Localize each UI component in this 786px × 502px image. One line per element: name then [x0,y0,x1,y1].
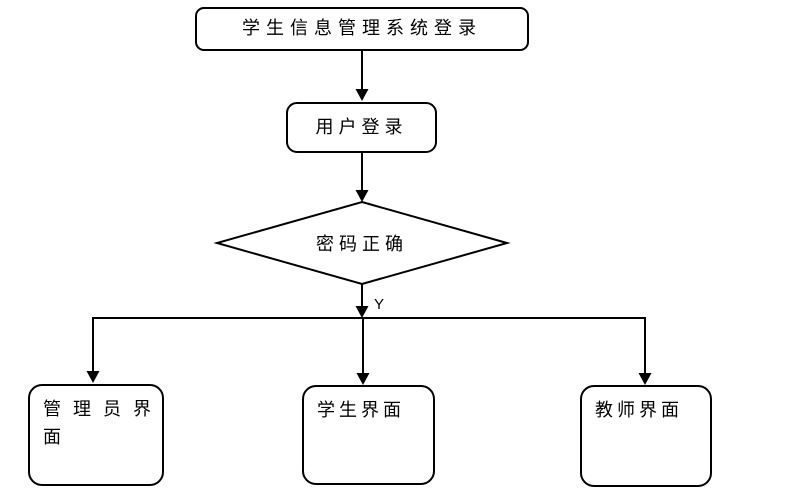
arrowhead-decision [355,190,369,202]
arrowhead-student [356,373,370,385]
node-teacher-interface: 教师界面 [580,385,712,487]
node-system-login-label: 学生信息管理系统登录 [242,18,482,40]
node-user-login: 用户登录 [286,102,437,153]
node-student-interface-label: 学生界面 [317,400,405,421]
node-user-login-label: 用户登录 [315,116,408,138]
node-password-decision-label: 密码正确 [316,234,408,255]
node-system-login-title: 学生信息管理系统登录 [195,7,529,51]
node-password-decision: 密码正确 [217,202,507,284]
node-student-interface: 学生界面 [302,385,435,485]
branch-yes-label: Y [374,296,385,313]
arrowhead-branch-bar [355,306,369,318]
node-admin-interface-label-line1: 管理员界 [43,399,151,420]
arrowhead-login [355,89,369,101]
arrowhead-teacher [638,373,652,385]
node-teacher-interface-label: 教师界面 [595,400,683,421]
arrowhead-admin [86,371,100,383]
node-admin-interface-label-line2: 面 [43,427,61,448]
node-admin-interface: 管理员界 面 [28,384,164,486]
